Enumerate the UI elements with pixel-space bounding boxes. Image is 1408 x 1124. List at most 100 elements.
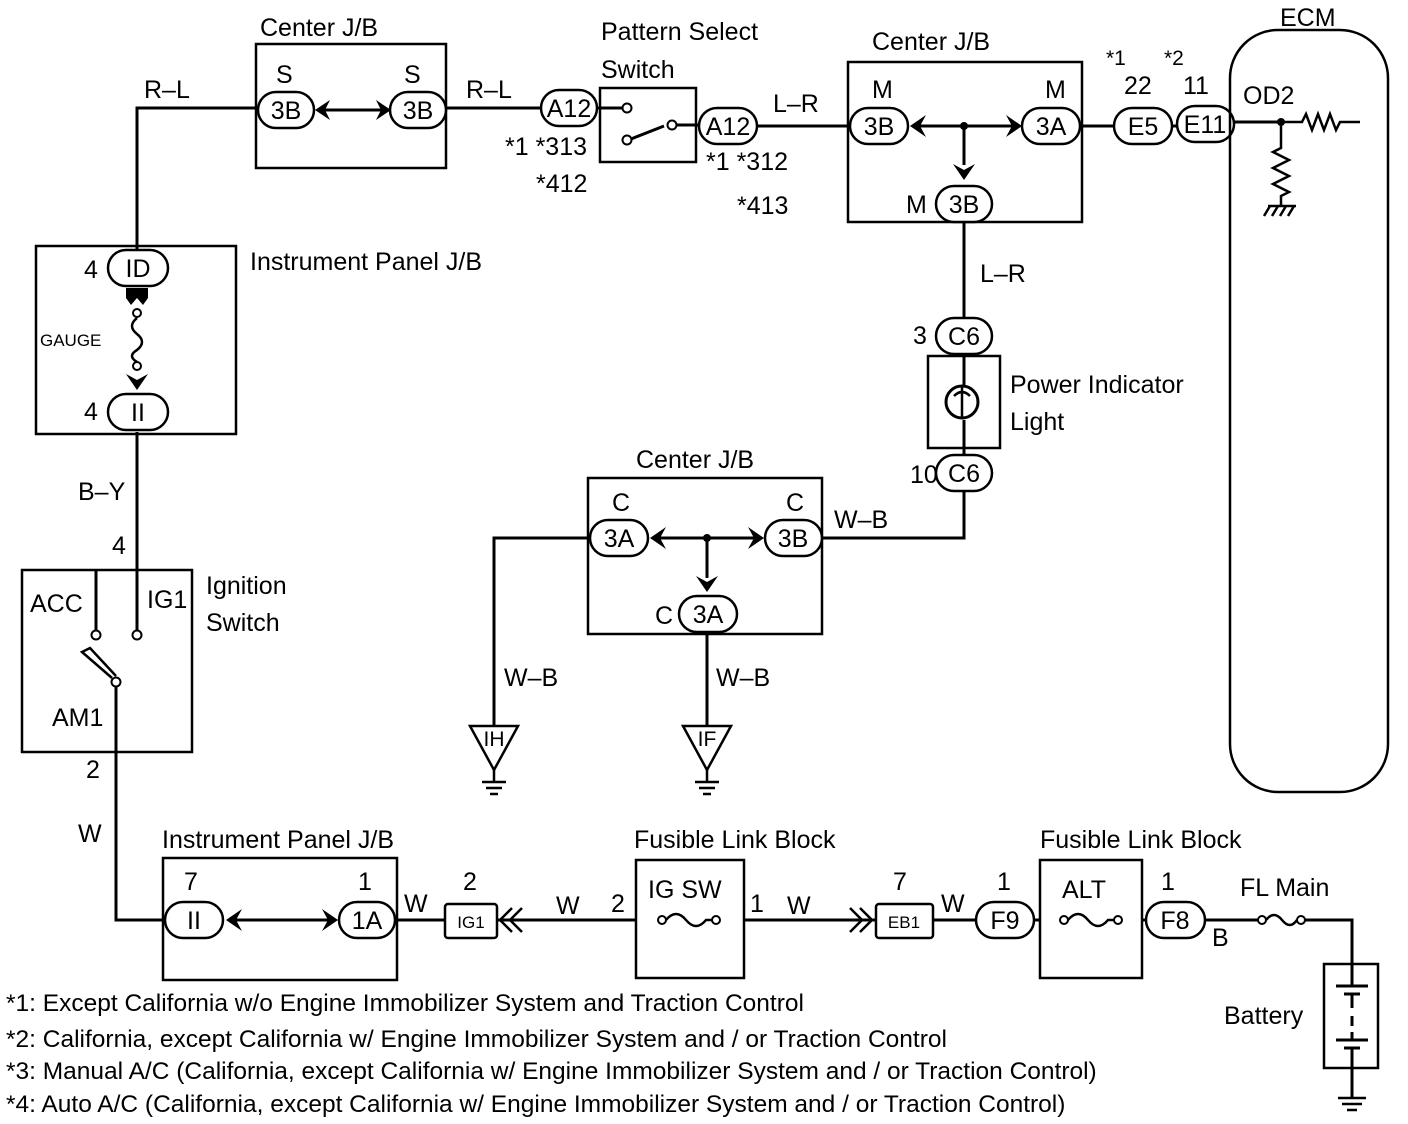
footnote: *4: Auto A/C (California, except Califor… (6, 1091, 1065, 1118)
wire-color-label: W (787, 892, 811, 920)
fuse-icon (1265, 913, 1299, 927)
center-jb-top-left: Center J/B S S 3B 3B (254, 14, 448, 170)
terminal-letter-c: C (786, 489, 804, 517)
connector-label: E5 (1128, 113, 1159, 141)
ground-if: IF (680, 724, 734, 796)
connector-label: EB1 (888, 913, 920, 932)
connector-3b (763, 518, 824, 558)
fl-main: FL Main (1240, 874, 1329, 927)
pattern-select-title-2: Switch (601, 56, 675, 84)
wire-color-label: L–R (980, 260, 1026, 288)
connector-a12 (539, 88, 599, 128)
fuse-terminal (1296, 915, 1306, 925)
connector-label: 3B (403, 97, 434, 125)
arrow-left-icon (315, 100, 330, 120)
pin-label: 22 (1124, 72, 1152, 100)
connector-e11 (1175, 104, 1236, 144)
power-indicator-title-2: Light (1010, 408, 1064, 436)
pin-label: *412 (536, 170, 587, 198)
switch-contact (90, 629, 102, 641)
pattern-select-title: Pattern Select (601, 18, 758, 46)
fusible-box (1038, 858, 1144, 980)
chassis-ground-icon (1262, 204, 1296, 217)
terminal-letter-m: M (906, 191, 927, 219)
connector-eb1 (874, 902, 935, 940)
fuse-terminal (132, 361, 142, 371)
wire-w-b-left (492, 536, 588, 725)
connector-label: A12 (547, 95, 591, 123)
wire-w-left (114, 682, 165, 922)
arrow-down-icon (953, 164, 975, 180)
chevron-left-icon (498, 907, 523, 933)
wire-color-label: B–Y (78, 478, 126, 506)
junction-dot (703, 534, 711, 542)
fusible-title: Fusible Link Block (634, 826, 836, 854)
connector-label: IG1 (457, 913, 484, 932)
connector-label: C6 (948, 460, 980, 488)
connector-label: 3B (864, 113, 895, 141)
switch-box (598, 86, 698, 164)
pin-label: 1 (1161, 868, 1175, 896)
fuse-icon (130, 317, 144, 364)
chevron-right-icon (849, 907, 874, 933)
wire-color-label: W–B (716, 664, 770, 692)
arrow-left-icon (650, 527, 666, 549)
ecm-box (1228, 28, 1390, 794)
connector-c6 (934, 316, 994, 356)
fuse-label: ALT (1062, 876, 1106, 904)
connector-label: 3A (693, 601, 724, 629)
connector-label: II (131, 399, 145, 427)
am1-label: AM1 (52, 704, 103, 732)
arrow-right-icon (322, 909, 338, 931)
terminal-letter-c: C (612, 489, 630, 517)
acc-label: ACC (30, 590, 83, 618)
pin-label: 4 (84, 256, 98, 284)
lamp-box (926, 354, 1002, 450)
terminal-letter-s: S (276, 61, 293, 89)
wire-color-label: R–L (144, 76, 190, 104)
connector-label: 1A (352, 907, 383, 935)
connector-id (106, 248, 170, 288)
arrow-left-icon (226, 909, 242, 931)
wire-color-label: L–R (773, 90, 819, 118)
switch-contact (131, 629, 143, 641)
center-jb-title: Center J/B (260, 14, 378, 42)
arrow-right-icon (376, 100, 391, 120)
footnotes: *1: Except California w/o Engine Immobil… (6, 990, 1097, 1118)
connector-label: 3A (1036, 113, 1067, 141)
connector-3a (588, 518, 650, 558)
connector-f8 (1144, 900, 1207, 940)
switch-contact (621, 102, 633, 114)
arrow-right-icon (1006, 115, 1022, 137)
pin-label: 2 (86, 756, 100, 784)
wire-color-label: W (404, 890, 428, 918)
fuse-terminal (657, 915, 667, 925)
pin-label: 3 (913, 322, 927, 350)
wire-w-b-right (822, 490, 966, 540)
ignition-contacts (94, 570, 139, 630)
resistor-icon (1270, 122, 1292, 205)
connector-label: ID (126, 255, 151, 283)
connector-1a (337, 900, 397, 940)
fuse-terminal (1113, 915, 1123, 925)
ecm: ECM OD2 (1228, 4, 1390, 794)
switch-blade (79, 646, 117, 679)
pin-label: 7 (184, 868, 198, 896)
lamp-filament (953, 386, 971, 418)
pin-label: *1 *312 (706, 148, 788, 176)
junction-dot (960, 122, 968, 130)
center-jb-middle: Center J/B C C C 3A 3B 3A (586, 446, 824, 636)
wire-color-label: W–B (834, 506, 888, 534)
ignition-box (20, 568, 194, 754)
switch-blade (630, 124, 665, 141)
ignition-title-2: Switch (206, 609, 280, 637)
earth-icon (1338, 1096, 1366, 1112)
fuse-label: IG SW (648, 876, 722, 904)
ip-jb-box (161, 856, 399, 982)
connector-label: F9 (990, 907, 1019, 935)
arrow-down-icon (696, 576, 718, 592)
pin-label: 4 (112, 532, 126, 560)
fuse-icon (1067, 912, 1114, 928)
connector-e5 (1112, 106, 1174, 146)
connector-label: F8 (1160, 907, 1189, 935)
